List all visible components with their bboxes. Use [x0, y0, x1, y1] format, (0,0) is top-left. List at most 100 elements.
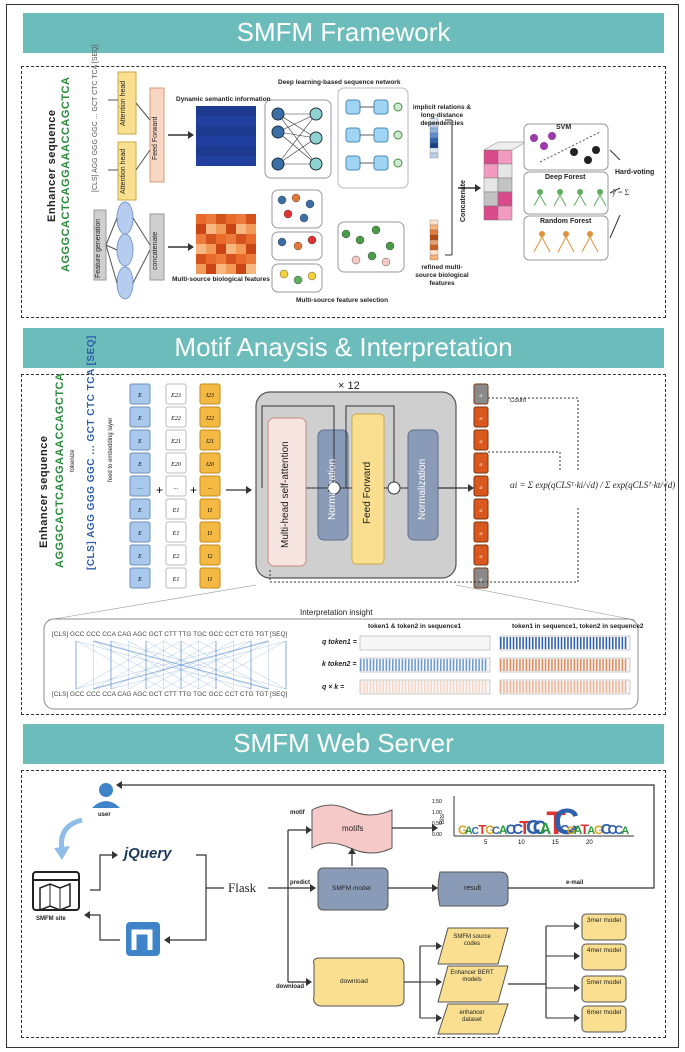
heat-stripe — [420, 659, 423, 671]
heat-stripe — [369, 659, 372, 671]
heat-stripe — [602, 681, 604, 693]
logo-letter: T — [478, 822, 486, 837]
user-label: user — [98, 812, 111, 818]
heatmap-cell — [236, 156, 246, 166]
segment-embedding-label: I22 — [205, 416, 214, 422]
heat-stripe — [481, 681, 484, 693]
logo-letter: A — [621, 825, 629, 837]
attention-formula: αi = Σ exp(qCLSᵀ·ki/√d) / Σ exp(qCLSᵀ·kt… — [510, 480, 676, 490]
logo-letter: G — [567, 825, 576, 837]
ff-box — [351, 413, 385, 565]
heat-stripe — [624, 681, 627, 693]
bits-label: Bits — [440, 813, 446, 824]
vector-cell — [429, 152, 439, 159]
logo-letter: T — [546, 805, 566, 841]
heatmap-cell — [246, 244, 256, 254]
nn-node — [271, 107, 285, 121]
tree-node — [537, 189, 543, 195]
attention-line — [110, 640, 199, 690]
heatmap-cell — [216, 146, 226, 156]
heatmap-cell — [236, 106, 246, 116]
heat-stripe — [599, 637, 601, 649]
logo-letter: C — [512, 821, 523, 838]
token-embedding-label: E — [137, 577, 142, 583]
segment-embedding-cell — [199, 521, 221, 543]
heat-stripe — [446, 659, 448, 671]
logo-letter: C — [472, 826, 479, 837]
heat-stripe — [472, 681, 474, 693]
token-embedding-cell — [129, 567, 151, 589]
heat-stripe — [544, 637, 547, 649]
result-label[interactable]: result — [464, 885, 482, 892]
lstm-cells — [345, 99, 403, 171]
heat-stripe — [440, 659, 442, 671]
heat-stripe — [554, 637, 556, 649]
heat-stripe — [538, 681, 540, 693]
segment-embedding-cell — [199, 452, 221, 474]
smfm-model-label[interactable]: SMFM model — [332, 885, 371, 892]
dl-network-label: Deep learning-based sequence network — [278, 79, 401, 86]
heatmap-cell — [196, 116, 206, 126]
tree-node — [563, 231, 569, 237]
heat-stripe — [576, 637, 579, 649]
segment-embedding-label: I1 — [207, 508, 213, 514]
heatmap-cell — [236, 224, 246, 234]
heat-stripe — [430, 681, 432, 693]
heat-stripe — [580, 637, 582, 649]
heatmap-cell — [236, 136, 246, 146]
heat-stripe — [417, 681, 420, 693]
output-vector-cell — [473, 521, 489, 543]
motifs-box-label[interactable]: motifs — [342, 824, 364, 833]
heat-stripe — [560, 681, 563, 693]
heatmap-cell — [246, 224, 256, 234]
mer3-label[interactable]: 3mer model — [586, 917, 622, 924]
mer4-label[interactable]: 4mer model — [586, 947, 622, 954]
feature-dot — [291, 193, 301, 203]
logo-letter: T — [580, 821, 589, 837]
site-label[interactable]: SMFM site — [36, 916, 66, 922]
heatmap-cell — [236, 254, 246, 264]
mer5-label[interactable]: 5mer model — [586, 979, 622, 986]
segment-embedding-cell — [199, 429, 221, 451]
heat-stripe — [385, 681, 388, 693]
heat-stripe — [624, 637, 627, 649]
framework-banner: SMFM Framework — [23, 13, 664, 53]
feature-dot — [355, 235, 365, 245]
heatmap-cell — [226, 136, 236, 146]
heat-stripe — [404, 681, 407, 693]
source-codes-label[interactable]: SMFM source codes — [453, 934, 491, 947]
dataset-label[interactable]: enhancer dataset — [459, 1010, 485, 1023]
heat-stripe — [414, 681, 416, 693]
heatmap-cell — [206, 126, 216, 136]
heatmap-cell — [196, 146, 206, 156]
heatmap-cell — [226, 126, 236, 136]
heat-stripe — [440, 681, 442, 693]
download-box-label[interactable]: download — [340, 978, 368, 985]
heat-stripe — [456, 659, 458, 671]
k-label: k token2 = — [322, 661, 357, 668]
output-vector-label: α — [480, 416, 483, 422]
token-embedding-label: E — [137, 531, 142, 537]
heat-stripe — [570, 637, 572, 649]
heat-stripe — [599, 659, 601, 671]
heatmap-cell — [196, 106, 206, 116]
position-embedding-cell — [165, 544, 187, 566]
heatmap-cell — [216, 264, 226, 274]
heat-stripe — [612, 659, 614, 671]
segment-embedding-cell — [199, 544, 221, 566]
output-vector-label: α — [480, 485, 483, 491]
motif-banner: Motif Anaysis & Interpretation — [23, 328, 664, 368]
attention-line — [180, 640, 269, 690]
heatmap-cell — [226, 234, 236, 244]
output-vector-cell — [473, 452, 489, 474]
bert-models-label[interactable]: Enhancer BERT models — [450, 970, 494, 983]
output-vector-label: α — [480, 577, 483, 583]
heat-stripe — [535, 659, 537, 671]
heat-header-2: token1 in sequence1, token2 in sequence2 — [512, 623, 644, 630]
heatmap-cell — [196, 136, 206, 146]
mer6-label[interactable]: 6mer model — [586, 1009, 622, 1016]
output-vector-label: α — [480, 508, 483, 514]
logo-letter: G — [594, 823, 603, 837]
token-embedding-label: E — [137, 439, 142, 445]
